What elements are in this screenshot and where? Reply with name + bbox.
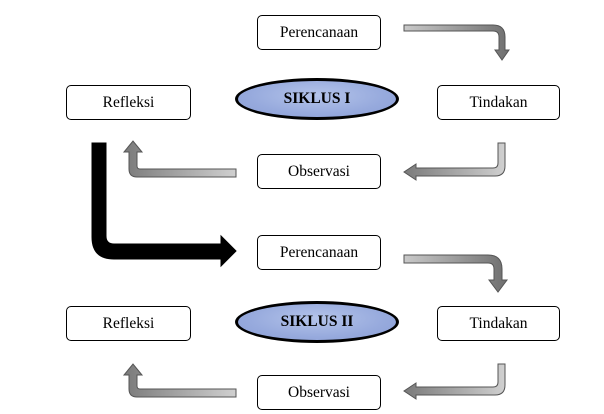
arrow-action-to-observation-2	[403, 363, 506, 400]
action-box-cycle-2: Tindakan	[437, 306, 560, 341]
reflection-box-cycle-2: Refleksi	[66, 306, 191, 341]
arrow-cycle-transition	[91, 142, 237, 268]
arrow-observation-to-reflection-2	[122, 363, 237, 398]
cycle-1-title: SIKLUS I	[235, 78, 399, 120]
reflection-box-cycle-1: Refleksi	[66, 85, 191, 120]
arrow-observation-to-reflection-1	[122, 140, 237, 178]
observation-box-cycle-2: Observasi	[257, 375, 381, 410]
observation-box-cycle-1: Observasi	[257, 154, 381, 189]
arrow-action-to-observation-1	[403, 142, 506, 181]
action-box-cycle-1: Tindakan	[437, 85, 560, 120]
planning-box-cycle-2: Perencanaan	[257, 235, 381, 270]
cycle-2-title: SIKLUS II	[235, 301, 399, 343]
arrow-plan-to-action-1	[403, 24, 510, 61]
arrow-plan-to-action-2	[403, 254, 508, 293]
planning-box-cycle-1: Perencanaan	[257, 15, 381, 50]
